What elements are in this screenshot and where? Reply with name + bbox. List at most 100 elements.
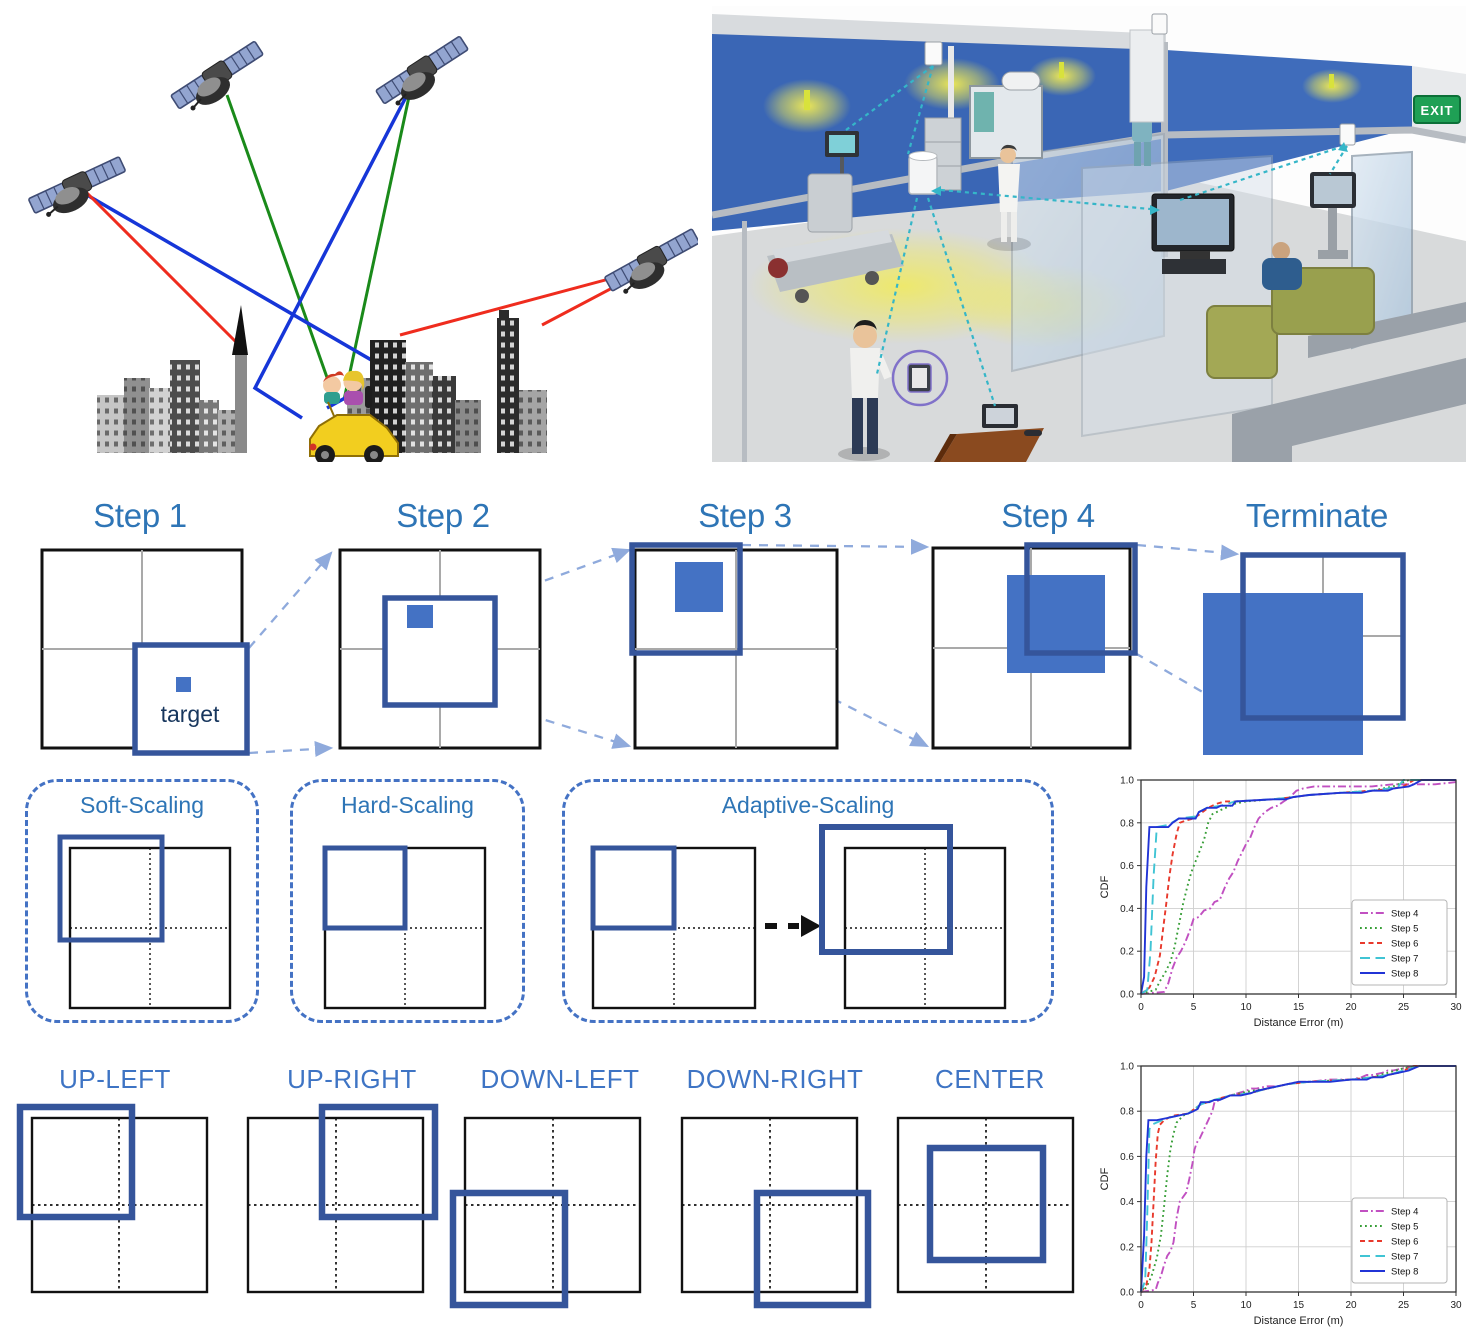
step-3-title: Step 3 — [698, 497, 792, 534]
satellite-icon — [24, 142, 130, 228]
kiosk-screen — [1310, 172, 1356, 259]
satellite-icon — [168, 38, 266, 112]
step-2-panel — [338, 548, 542, 750]
svg-text:Step 4: Step 4 — [1391, 1207, 1418, 1218]
step-1-panel: target — [40, 548, 250, 756]
step-4-title: Step 4 — [1001, 497, 1095, 534]
selection-box — [1240, 552, 1406, 721]
gps-outdoor-illustration — [24, 33, 698, 462]
selection-box — [926, 1144, 1047, 1264]
svg-text:Distance Error (m): Distance Error (m) — [1254, 1315, 1344, 1327]
car-illustration — [309, 370, 399, 462]
glass-partition — [1011, 132, 1165, 373]
svg-text:Step 8: Step 8 — [1391, 969, 1418, 980]
selection-box — [629, 542, 743, 656]
scaling-diagram — [57, 824, 1007, 1010]
satellite-icon — [601, 220, 698, 300]
target-marker — [1203, 593, 1363, 755]
svg-text:5: 5 — [1191, 1002, 1197, 1013]
step-4-panel — [931, 542, 1138, 750]
svg-text:5: 5 — [1191, 1300, 1197, 1311]
step-2-title: Step 2 — [396, 497, 490, 534]
svg-text:0.2: 0.2 — [1120, 947, 1134, 958]
svg-text:0.4: 0.4 — [1120, 904, 1134, 915]
headlight — [309, 443, 317, 451]
terminate-title: Terminate — [1245, 497, 1389, 534]
target-marker — [1007, 575, 1105, 673]
selection-box — [132, 642, 250, 756]
selection-box — [753, 1189, 872, 1309]
hard-scaling-box: Hard-Scaling — [290, 779, 525, 1023]
adaptive-scaling-box: Adaptive-Scaling — [562, 779, 1054, 1023]
selection-box — [318, 1103, 439, 1221]
beacon-node — [924, 41, 943, 66]
svg-text:15: 15 — [1293, 1300, 1305, 1311]
ceiling-band — [712, 14, 1166, 52]
svg-text:30: 30 — [1450, 1002, 1462, 1013]
beacon-links — [845, 65, 1348, 407]
svg-text:Step 5: Step 5 — [1391, 1222, 1418, 1233]
svg-text:Step 6: Step 6 — [1391, 1237, 1418, 1248]
down-right-diagram — [680, 1116, 872, 1309]
selection-box — [382, 595, 498, 708]
svg-text:0: 0 — [1138, 1300, 1144, 1311]
hard-scaling-diagram — [322, 845, 487, 1010]
up-left-diagram — [16, 1103, 209, 1294]
selection-box — [819, 824, 953, 955]
svg-text:20: 20 — [1345, 1300, 1357, 1311]
svg-text:0.8: 0.8 — [1120, 818, 1134, 829]
beacon-node — [1151, 13, 1168, 35]
directions-diagram — [16, 1103, 1075, 1309]
selection-box — [16, 1103, 136, 1221]
svg-text:1.0: 1.0 — [1120, 1062, 1134, 1073]
soft-scaling-title: Soft-Scaling — [79, 792, 204, 818]
svg-text:CDF: CDF — [1099, 875, 1111, 898]
svg-text:30: 30 — [1450, 1300, 1462, 1311]
svg-text:25: 25 — [1398, 1300, 1410, 1311]
cylinder-beacon — [908, 151, 938, 195]
down-left-diagram — [449, 1116, 642, 1309]
selection-box — [57, 834, 165, 943]
target-marker — [176, 677, 191, 692]
selection-box — [449, 1189, 569, 1309]
cabinet-column — [1129, 29, 1165, 123]
exit-sign-label: EXIT — [1421, 103, 1454, 118]
svg-text:10: 10 — [1240, 1002, 1252, 1013]
tablet-zoom-circle — [891, 349, 949, 407]
couch-area — [1206, 242, 1375, 379]
svg-text:20: 20 — [1345, 1002, 1357, 1013]
target-marker — [675, 562, 723, 612]
svg-text:0.0: 0.0 — [1120, 1288, 1134, 1299]
svg-text:0.2: 0.2 — [1120, 1242, 1134, 1253]
exit-sign: EXIT — [1413, 95, 1461, 124]
soft-scaling-diagram — [57, 834, 232, 1010]
spire-building — [232, 305, 248, 355]
step-3-panel — [629, 542, 839, 750]
svg-text:0.8: 0.8 — [1120, 1107, 1134, 1118]
svg-text:25: 25 — [1398, 1002, 1410, 1013]
svg-text:0.4: 0.4 — [1120, 1197, 1134, 1208]
tv-display — [1151, 193, 1235, 274]
terminate-panel — [1203, 552, 1406, 755]
walkway — [1232, 358, 1466, 462]
hard-scaling-title: Hard-Scaling — [341, 792, 474, 818]
step-1-title: Step 1 — [93, 497, 187, 534]
up-left-title: UP-LEFT — [59, 1064, 171, 1094]
city-left — [97, 305, 248, 453]
target-marker — [407, 605, 433, 628]
up-right-diagram — [246, 1103, 439, 1294]
target-label: target — [161, 701, 220, 727]
svg-text:Distance Error (m): Distance Error (m) — [1254, 1017, 1344, 1029]
selection-box — [590, 845, 677, 931]
svg-text:Step 4: Step 4 — [1391, 909, 1418, 920]
down-right-title: DOWN-RIGHT — [686, 1064, 864, 1094]
svg-text:CDF: CDF — [1099, 1167, 1111, 1190]
soft-scaling-box: Soft-Scaling — [25, 779, 259, 1023]
satellite-icon — [373, 33, 471, 107]
center-title: CENTER — [935, 1064, 1045, 1094]
selection-box — [322, 845, 408, 931]
signal-lines — [82, 91, 651, 420]
svg-text:15: 15 — [1293, 1002, 1305, 1013]
